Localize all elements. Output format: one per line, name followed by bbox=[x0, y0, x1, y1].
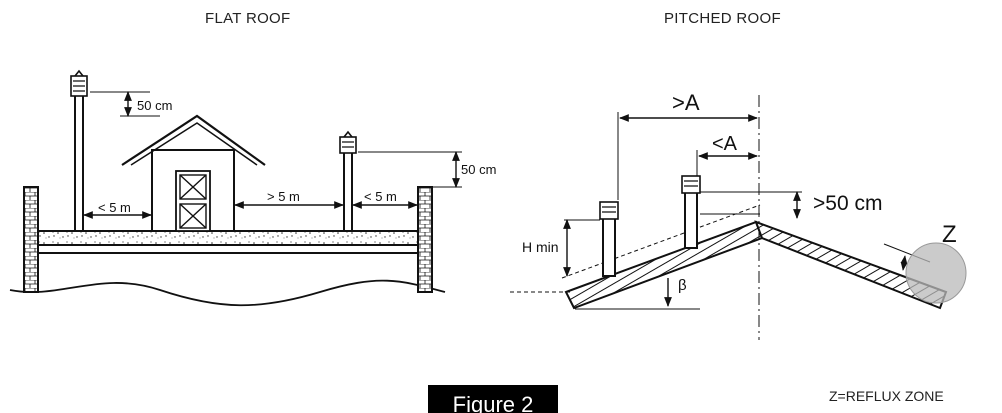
pitched-label-beta: β bbox=[678, 277, 687, 294]
pitched-dim-gt50cm: >50 cm bbox=[813, 192, 882, 215]
parapet-left bbox=[23, 186, 39, 293]
flat-roof-panel bbox=[9, 69, 462, 307]
roof-slab-gravel bbox=[37, 230, 419, 246]
pitched-chimney-left bbox=[599, 201, 619, 277]
chimney-left bbox=[70, 69, 88, 232]
hmin-reference bbox=[561, 204, 761, 279]
parapet-right bbox=[417, 186, 433, 293]
pitched-chimney-right bbox=[681, 175, 701, 249]
pitched-label-z: Z bbox=[942, 221, 957, 248]
dormer-house bbox=[121, 114, 266, 232]
pitched-dim-gtA: >A bbox=[672, 90, 700, 115]
chimney-right bbox=[339, 130, 357, 232]
figure-badge: Figure 2 bbox=[428, 385, 558, 413]
flat-dim-mid-gt5m: > 5 m bbox=[267, 189, 300, 204]
flat-dim-left-lt5m: < 5 m bbox=[98, 200, 131, 215]
pitched-label-hmin: H min bbox=[522, 239, 559, 255]
flat-dim-top-50cm: 50 cm bbox=[137, 98, 172, 113]
flat-dim-side-50cm: 50 cm bbox=[461, 162, 496, 177]
pitched-roof-title: PITCHED ROOF bbox=[664, 10, 781, 27]
roof-slope-right bbox=[754, 220, 948, 310]
flat-dim-right-lt5m: < 5 m bbox=[364, 189, 397, 204]
reflux-zone-note: Z=REFLUX ZONE bbox=[829, 388, 944, 404]
pitched-roof-panel bbox=[510, 95, 948, 340]
pitched-dim-ltA: <A bbox=[712, 133, 738, 155]
roof-slope-left bbox=[564, 220, 764, 310]
reflux-zone-circle bbox=[905, 242, 967, 304]
flat-roof-title: FLAT ROOF bbox=[205, 10, 291, 27]
ground-line bbox=[9, 279, 446, 307]
